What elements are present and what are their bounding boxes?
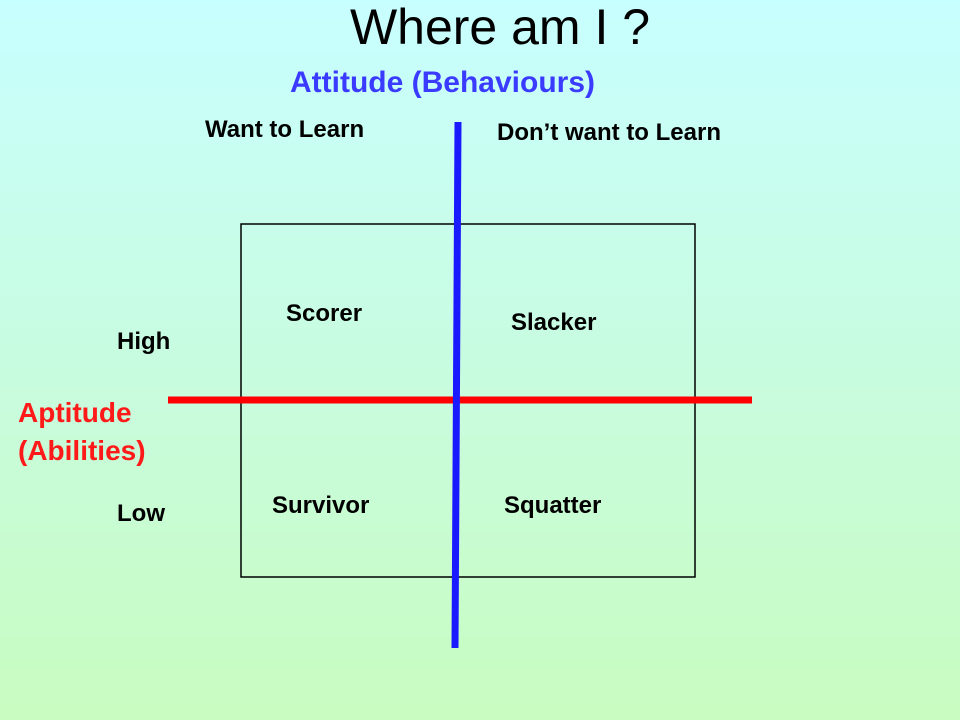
vertical-axis-line [451,121,462,649]
x-axis-label: Attitude (Behaviours) [290,66,596,99]
y-axis-low-label: Low [117,500,165,527]
y-axis-high-label: High [117,328,171,355]
quadrant-top-right-label: Slacker [511,309,597,336]
x-axis-right-label: Don’t want to Learn [497,119,721,146]
y-axis-label-line-1: Aptitude [18,397,132,428]
quadrant-bottom-left-label: Survivor [272,492,370,519]
quadrant-bottom-right-label: Squatter [504,492,602,519]
y-axis-label: Aptitude (Abilities) [18,394,146,470]
x-axis-left-label: Want to Learn [205,116,365,143]
quadrant-top-left-label: Scorer [286,300,363,327]
y-axis-label-line-2: (Abilities) [18,435,146,466]
page-title: Where am I ? [349,0,651,55]
